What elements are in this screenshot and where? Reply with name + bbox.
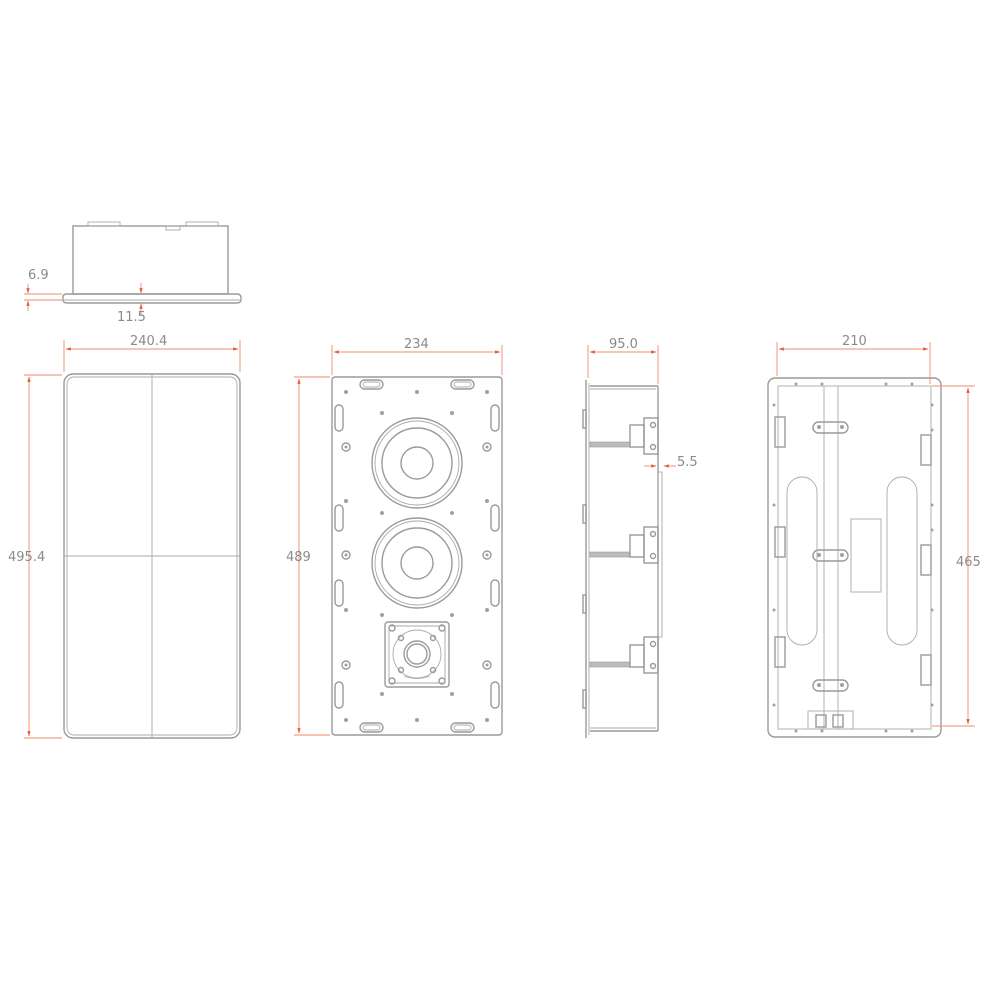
dim-baffle-height: 489 (286, 550, 311, 565)
dim-rear-height: 465 (956, 555, 981, 570)
top-profile-view: 6.9 11.5 (24, 221, 242, 325)
dim-grille-height: 495.4 (8, 550, 45, 565)
side-profile-view: 95.0 5.5 (582, 337, 698, 738)
dim-baffle-protrusion: 5.5 (677, 455, 698, 470)
clamp-lower (589, 636, 659, 674)
dim-flange-thickness: 6.9 (28, 268, 49, 283)
clamp-middle (589, 526, 659, 564)
woofer-lower (371, 517, 463, 609)
baffle-front-view: 234 489 (286, 337, 503, 736)
grille-front-view: 240.4 495.4 (8, 334, 241, 739)
dim-side-depth: 95.0 (609, 337, 638, 352)
dim-grille-width: 240.4 (130, 334, 167, 349)
woofer-upper (371, 417, 463, 509)
dim-depth-offset: 11.5 (117, 310, 146, 325)
tweeter (384, 621, 450, 688)
rear-view: 210 465 (767, 334, 981, 738)
dim-rear-width: 210 (842, 334, 867, 349)
clamp-upper (589, 417, 659, 455)
dim-baffle-width: 234 (404, 337, 429, 352)
